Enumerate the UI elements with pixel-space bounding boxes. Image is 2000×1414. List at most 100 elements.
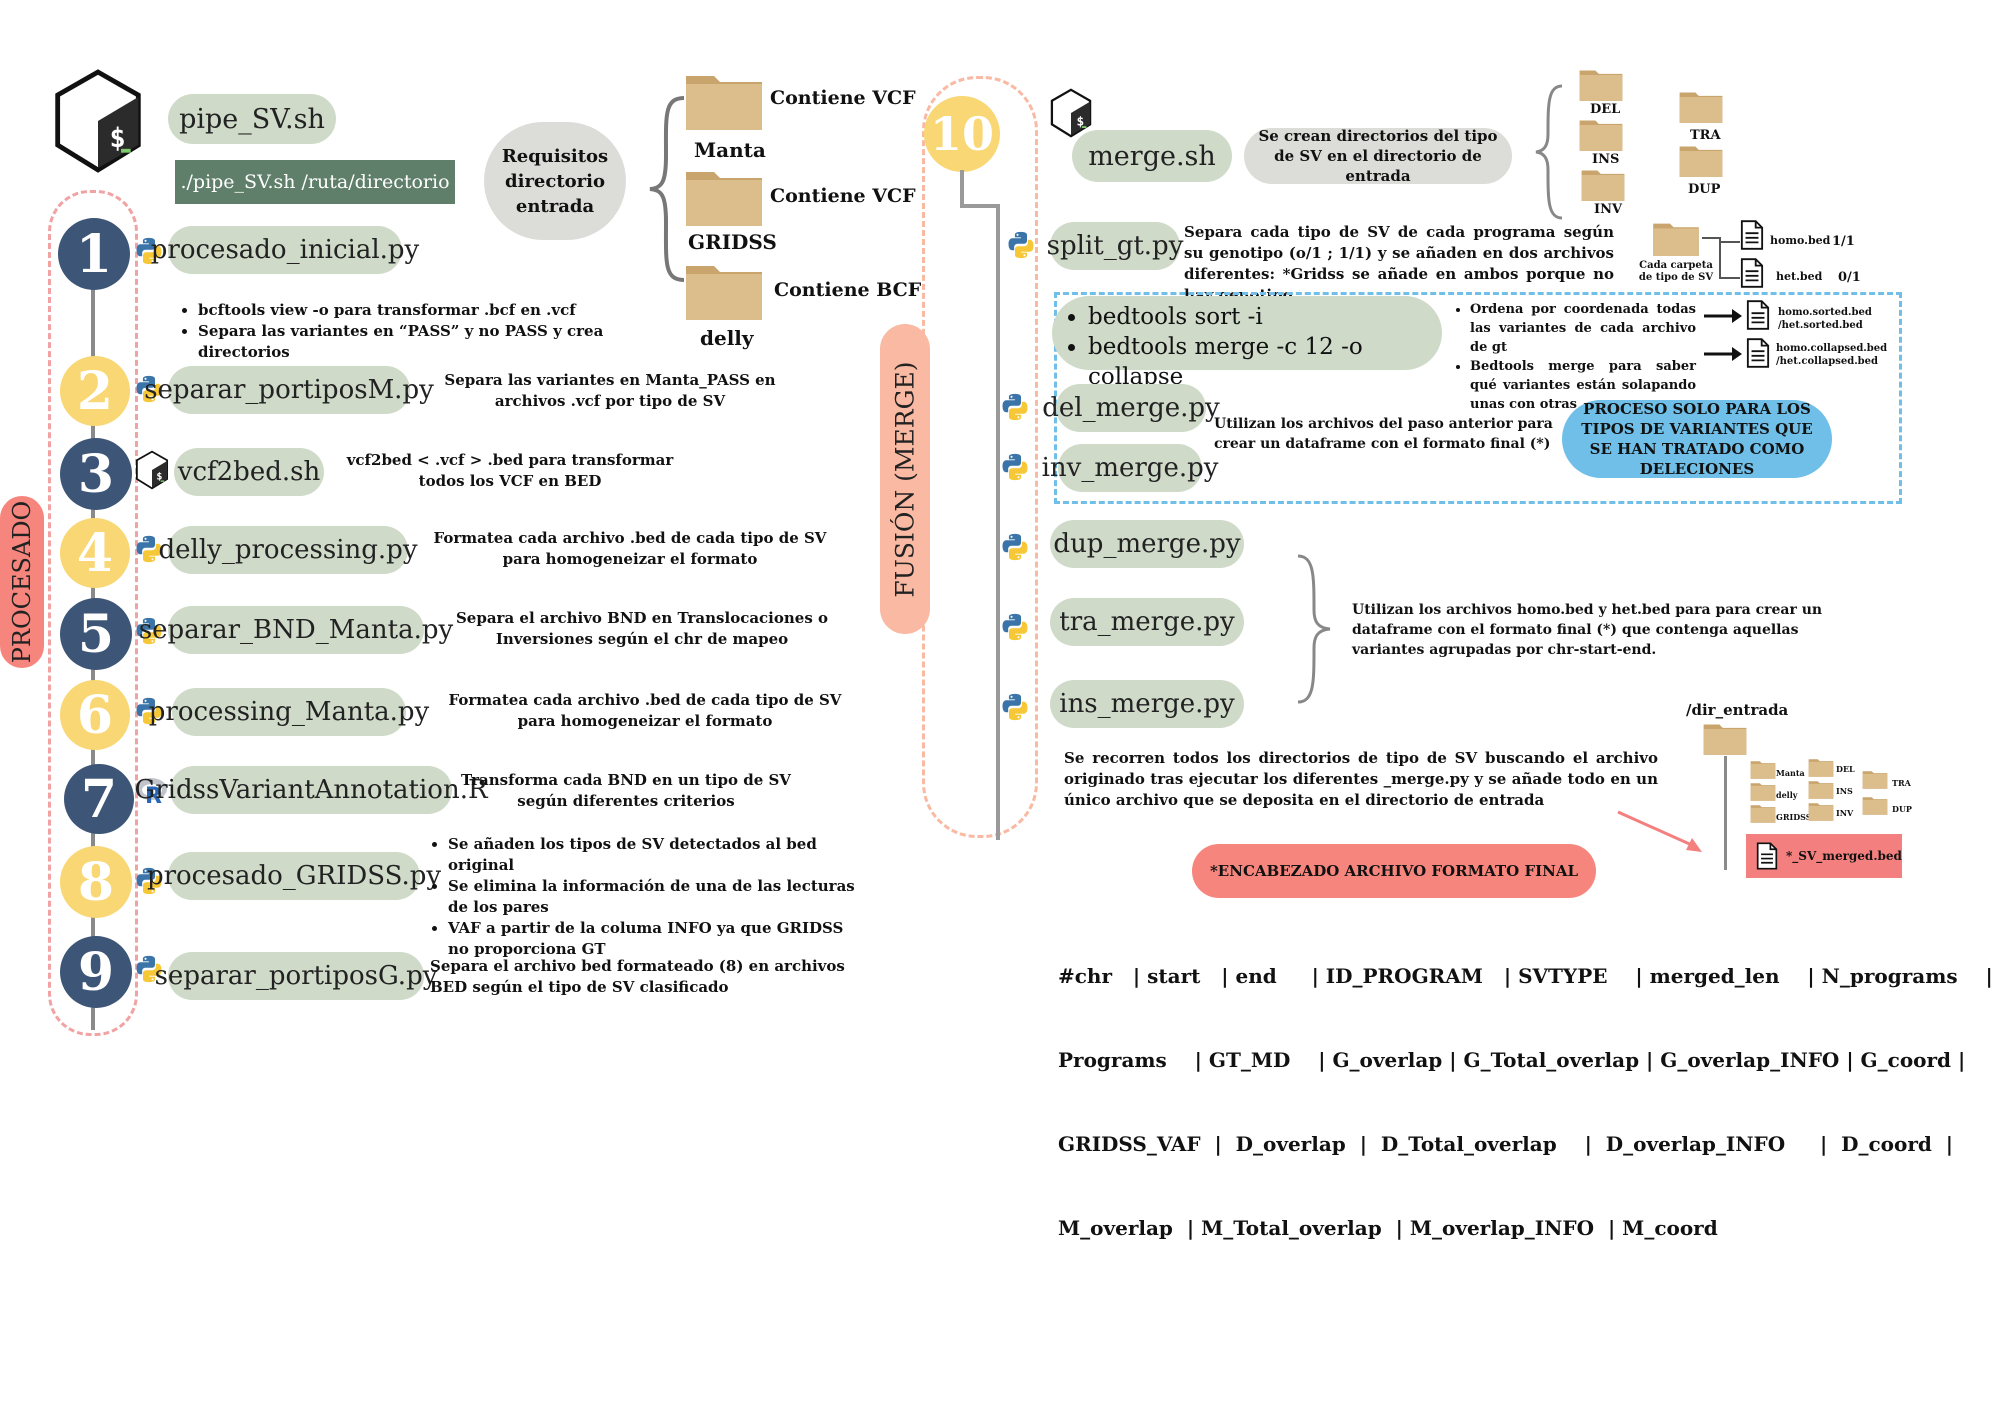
file-het-bed: het.bed <box>1776 270 1823 283</box>
arrow-icon <box>1704 347 1742 361</box>
requirements-brace <box>649 96 685 282</box>
folder-del-icon <box>1578 66 1624 102</box>
python-icon <box>1006 230 1036 260</box>
dir-entrada-folder-icon <box>1702 720 1748 756</box>
script-label: separar_BND_Manta.py <box>138 615 454 645</box>
merge-b-brace <box>1297 554 1331 704</box>
script-separar-portipos-m[interactable]: separar_portiposM.py <box>144 366 434 414</box>
script-tra-merge[interactable]: tra_merge.py <box>1050 598 1244 646</box>
step-3-circle: 3 <box>60 438 132 510</box>
script-label: tra_merge.py <box>1059 607 1235 637</box>
merge-note-text: Se crean directorios del tipo de SV en e… <box>1258 127 1498 185</box>
script-label: separar_portiposM.py <box>144 375 434 405</box>
script-label: delly_processing.py <box>158 535 418 565</box>
bedtools-pill[interactable]: bedtools sort -i bedtools merge -c 12 -o… <box>1052 296 1442 390</box>
header-line: #chr | start | end | ID_PROGRAM | SVTYPE… <box>1058 964 1993 988</box>
header-title-banner: *ENCABEZADO ARCHIVO FORMATO FINAL <box>1192 844 1596 898</box>
script-dup-merge[interactable]: dup_merge.py <box>1050 520 1244 568</box>
script-del-merge[interactable]: del_merge.py <box>1042 384 1220 432</box>
folder-delly-note: Contiene BCF <box>774 279 922 301</box>
tree-folder-icon <box>1750 802 1776 824</box>
command-box: ./pipe_SV.sh /ruta/directorio <box>175 160 455 204</box>
script-split-gt[interactable]: split_gt.py <box>1047 222 1183 270</box>
processing-dashed-capsule <box>48 190 138 1036</box>
step-1-bullet: Separa las variantes en “PASS” y no PASS… <box>198 321 678 363</box>
bedtools-list: bedtools sort -i bedtools merge -c 12 -o… <box>1052 296 1442 392</box>
script-separar-bnd-manta[interactable]: separar_BND_Manta.py <box>139 606 453 654</box>
pipe-script-pill[interactable]: pipe_SV.sh <box>168 94 336 144</box>
fusion-label: FUSIÓN (MERGE) <box>890 360 920 598</box>
merge-a-description: Utilizan los archivos del paso anterior … <box>1214 416 1553 452</box>
deletion-process-box <box>1054 292 1902 504</box>
merged-file-box[interactable]: *_SV_merged.bed <box>1746 834 1902 878</box>
folder-ins-icon <box>1578 116 1624 152</box>
terminal-icon <box>1048 88 1094 138</box>
script-label: separar_portiposG.py <box>154 961 438 991</box>
folder-gridss-icon <box>684 162 764 230</box>
script-label: processing_Manta.py <box>148 697 430 727</box>
step-8-bullet: VAF a partir de la columa INFO ya que GR… <box>448 918 858 960</box>
folder-gridss-name: GRIDSS <box>688 230 777 254</box>
step-2-description: Separa las variantes en Manta_PASS en ar… <box>444 371 776 410</box>
tree-sv-labels-a: DEL INS INV <box>1836 758 1855 824</box>
folder-ins-label: INS <box>1592 152 1620 167</box>
command-text: ./pipe_SV.sh /ruta/directorio <box>180 171 450 193</box>
header-title: *ENCABEZADO ARCHIVO FORMATO FINAL <box>1209 862 1579 880</box>
folder-inv-icon <box>1580 166 1626 202</box>
script-gridss-annotation[interactable]: GridssVariantAnnotation.R <box>134 766 488 814</box>
procesado-label: PROCESADO <box>8 500 36 664</box>
sv-folders-brace <box>1535 84 1563 220</box>
procesado-tag: PROCESADO <box>0 496 44 668</box>
script-label: procesado_inicial.py <box>150 235 420 265</box>
terminal-icon <box>134 450 170 490</box>
header-line: GRIDSS_VAF | D_overlap | D_Total_overlap… <box>1058 1132 1954 1156</box>
script-vcf2bed[interactable]: vcf2bed.sh <box>174 448 324 496</box>
folder-gridss-note: Contiene VCF <box>770 185 916 207</box>
pointer-arrow-icon <box>1617 810 1702 852</box>
step-9-circle: 9 <box>60 936 132 1008</box>
tree-folder-icon <box>1808 756 1834 778</box>
header-line: M_overlap | M_Total_overlap | M_overlap_… <box>1058 1216 1718 1240</box>
split-connector <box>1702 237 1740 279</box>
step-9-description: Separa el archivo bed formateado (8) en … <box>430 957 845 996</box>
step-4-circle: 4 <box>60 518 130 588</box>
collapsed-files: homo.collapsed.bed /het.collapsed.bed <box>1776 342 1887 368</box>
script-label: split_gt.py <box>1046 231 1184 261</box>
step-1-bullet: bcftools view -o para transformar .bcf e… <box>198 300 678 321</box>
script-merge-sh[interactable]: merge.sh <box>1072 130 1232 182</box>
script-delly-processing[interactable]: delly_processing.py <box>159 526 418 574</box>
file-homo-sorted: homo.sorted.bed <box>1778 307 1872 318</box>
arrow-icon <box>1704 309 1742 323</box>
tree-folder-icon <box>1750 758 1776 780</box>
step-1-circle: 1 <box>58 218 130 290</box>
script-ins-merge[interactable]: ins_merge.py <box>1050 680 1244 728</box>
script-processing-manta[interactable]: processing_Manta.py <box>149 688 429 736</box>
tree-label: DEL <box>1836 764 1855 774</box>
folder-tra-icon <box>1678 88 1724 124</box>
tree-label: GRIDSS <box>1776 812 1812 822</box>
terminal-logo-icon <box>50 68 146 174</box>
bedtools-description: Ordena por coordenada todas las variante… <box>1452 300 1696 414</box>
requirements-bubble: Requisitos directorio entrada <box>484 122 626 240</box>
carpeta-sv-icon <box>1652 218 1700 258</box>
step-4-description: Formatea cada archivo .bed de cada tipo … <box>433 529 827 568</box>
deletion-note-bubble: PROCESO SOLO PARA LOS TIPOS DE VARIANTES… <box>1562 400 1832 478</box>
python-icon <box>1000 692 1030 722</box>
file-homo-collapsed: homo.collapsed.bed <box>1776 343 1888 354</box>
tree-label: DUP <box>1892 804 1912 814</box>
bedtools-bullet: Ordena por coordenada todas las variante… <box>1470 300 1696 357</box>
script-label: GridssVariantAnnotation.R <box>134 775 488 805</box>
folder-manta-icon <box>684 66 764 134</box>
script-label: inv_merge.py <box>1041 453 1219 483</box>
script-inv-merge[interactable]: inv_merge.py <box>1042 444 1218 492</box>
step-5-circle: 5 <box>60 598 132 670</box>
step-7-description: Transforma cada BND en un tipo de SV seg… <box>461 771 791 810</box>
script-procesado-gridss[interactable]: procesado_GRIDSS.py <box>147 852 441 900</box>
tree-program-labels: Manta delly GRIDSS <box>1776 762 1812 828</box>
file-het-collapsed: /het.collapsed.bed <box>1776 356 1879 367</box>
file-icon <box>1740 258 1764 288</box>
bedtools-bullet: Bedtools merge para saber qué variantes … <box>1470 357 1696 414</box>
folder-manta-note: Contiene VCF <box>770 87 916 109</box>
script-separar-portipos-g[interactable]: separar_portiposG.py <box>155 952 437 1000</box>
script-procesado-inicial[interactable]: procesado_inicial.py <box>151 226 419 274</box>
